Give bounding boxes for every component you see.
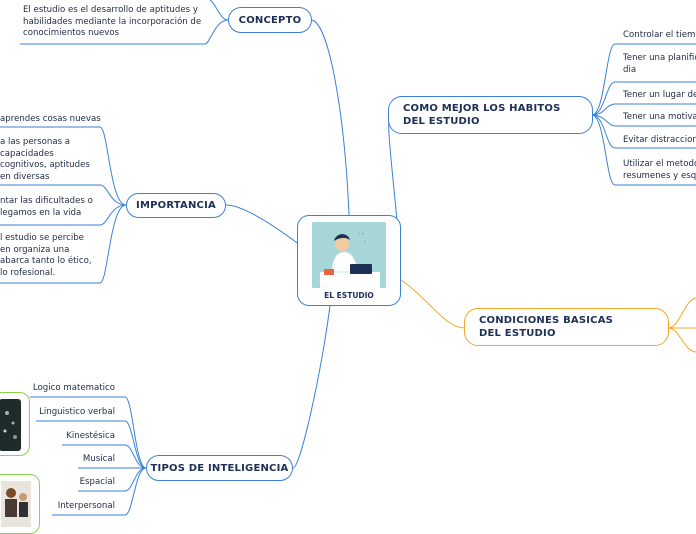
svg-text:·: · xyxy=(364,239,366,246)
habitos-item: Utilizar el metodo resumenes y esqu xyxy=(623,159,696,181)
inteligencia-item: Espacial xyxy=(79,477,115,487)
habitos-title: COMO MEJOR LOS HABITOS DEL ESTUDIO xyxy=(403,103,561,127)
thumbnail-people-icon xyxy=(1,481,31,527)
concepto-node[interactable]: CONCEPTO xyxy=(228,7,312,33)
importancia-item: aprendes cosas nuevas xyxy=(0,114,101,124)
connector-lines xyxy=(0,0,696,516)
habitos-item: Controlar el tiemp xyxy=(623,30,696,40)
importancia-item: l estudio se percibe en organiza una aba… xyxy=(0,233,92,278)
habitos-item: Tener un lugar de xyxy=(623,90,696,100)
habitos-node[interactable]: COMO MEJOR LOS HABITOS DEL ESTUDIO xyxy=(388,96,593,134)
inteligencia-item: Kinestésica xyxy=(66,431,115,441)
inteligencia-item: Logico matematico xyxy=(32,383,115,393)
habitos-item: Evitar distraccion xyxy=(623,135,696,145)
concepto-title: CONCEPTO xyxy=(238,14,302,26)
inteligencia-item: Linguistico verbal xyxy=(39,407,115,417)
central-topic-label: EL ESTUDIO xyxy=(324,291,374,300)
habitos-item: Tener una planific dia xyxy=(623,53,696,75)
student-illustration: · · · xyxy=(312,222,386,288)
condiciones-title: CONDICIONES BASICAS DEL ESTUDIO xyxy=(479,315,614,339)
logico-thumbnail[interactable] xyxy=(0,392,30,456)
importancia-item: ntar las dificultades o legamos en la vi… xyxy=(0,196,93,218)
svg-text:· ·: · · xyxy=(358,231,364,238)
central-topic-node[interactable]: · · · EL ESTUDIO xyxy=(297,215,401,306)
habitos-item: Tener una motiva xyxy=(623,112,696,122)
condiciones-node[interactable]: CONDICIONES BASICAS DEL ESTUDIO xyxy=(464,308,669,346)
interpersonal-thumbnail[interactable] xyxy=(0,474,40,534)
inteligencia-item: Interpersonal xyxy=(57,501,115,511)
importancia-item: a las personas a capacidades cognitivos,… xyxy=(0,137,90,182)
inteligencia-item: Musical xyxy=(82,454,115,464)
concepto-text: El estudio es el desarrollo de aptitudes… xyxy=(23,5,202,38)
importancia-node[interactable]: IMPORTANCIA xyxy=(126,193,226,218)
thumbnail-image-icon xyxy=(0,399,21,451)
inteligencia-node[interactable]: TIPOS DE INTELIGENCIA xyxy=(146,455,293,481)
importancia-title: IMPORTANCIA xyxy=(136,200,216,211)
inteligencia-title: TIPOS DE INTELIGENCIA xyxy=(150,462,289,474)
